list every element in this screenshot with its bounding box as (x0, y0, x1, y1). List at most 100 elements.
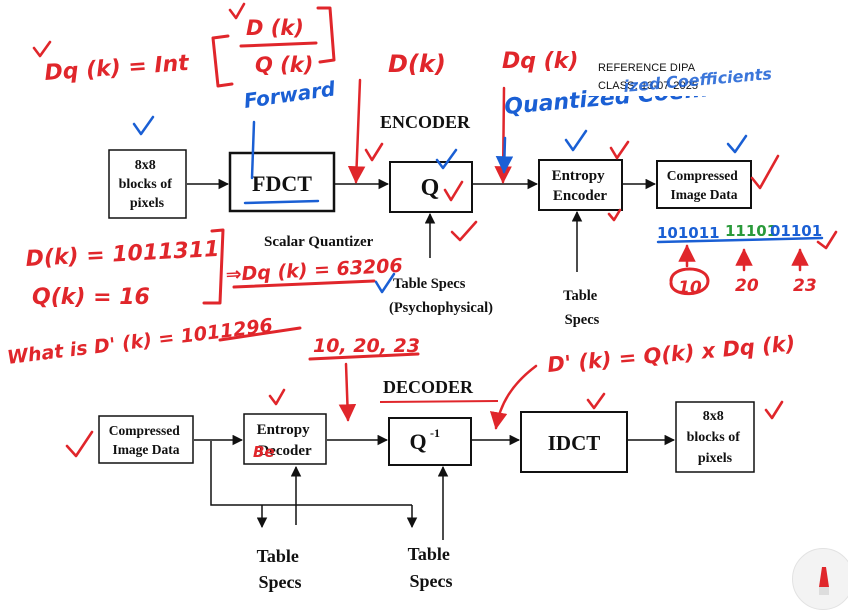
pen-tool-button[interactable] (792, 548, 848, 610)
entropy-table-line1: Table (563, 288, 598, 304)
blue-line-forward (250, 120, 256, 180)
svg-text:Compressed Image Data: Compressed Image Data (667, 168, 741, 202)
underline-dq-result (232, 279, 376, 289)
svg-text:Table Specs (Psychophysica: Table Specs (Psychophysical) (389, 276, 493, 316)
red-check-icon (443, 180, 464, 202)
circle-num-1 (669, 267, 710, 296)
annotation-num-2-ed: Be (253, 443, 275, 461)
decoder-input-line1: Compressed (109, 423, 180, 438)
dequantizer-label: Q (409, 429, 426, 454)
annotation-num-2: 20 (735, 276, 759, 296)
encoder-heading: ENCODER (380, 112, 471, 132)
red-check-icon (816, 230, 838, 250)
blue-check-icon (564, 129, 588, 152)
reference-class-date: CLASS: 13-07-2025 (598, 80, 699, 92)
underline-what-is (218, 326, 302, 342)
quantizer-label: Q (421, 175, 440, 201)
red-check-icon (364, 142, 384, 162)
idct-block (520, 411, 628, 473)
pen-icon (819, 567, 829, 595)
entropy-encoder-line2: Encoder (553, 188, 608, 204)
reference-overlay (588, 0, 848, 96)
red-check-icon (607, 208, 622, 222)
red-arrow-to-idct (489, 364, 538, 430)
red-check-icon (586, 392, 606, 410)
svg-text:8x8 blocks of pixels: 8x8 blocks of pixels (687, 409, 744, 466)
decoder-compressed-input-box (98, 415, 194, 464)
jpeg-codec-diagram: ENCODER 8x8 blocks of pixels FDCT Q Entr… (6, 2, 838, 592)
decoder-table1-line2: Specs (258, 572, 301, 592)
decoder-heading-underline (379, 400, 499, 403)
underline-decoded-values (308, 352, 420, 361)
entropy-decoder-line2: Decoder (258, 443, 312, 459)
decoder-output-line2: blocks of (687, 430, 741, 445)
red-check-icon (65, 430, 94, 458)
quant-table-line2: (Psychophysical) (389, 300, 493, 316)
annotation-qk-value: Q(k) = 16 (32, 285, 150, 310)
idct-label: IDCT (548, 431, 601, 455)
red-check-icon (450, 220, 478, 242)
decoder-output-line3: pixels (698, 451, 733, 466)
fdct-label: FDCT (252, 171, 312, 196)
annotation-what-is: What is D' (k) = 1011296 (6, 315, 274, 369)
quant-table-line1: Table Specs (393, 276, 466, 292)
binary-value-1: 101011 (657, 224, 720, 242)
annotation-dq-formula: Dq (k) = Int (44, 51, 191, 86)
dequantizer-block (388, 417, 472, 466)
decoder-output-line1: 8x8 (703, 409, 724, 424)
branch-line-table-specs (210, 441, 412, 506)
red-arrow-to-deq (338, 362, 357, 422)
decoder-heading: DECODER (383, 377, 474, 397)
red-check-icon (268, 388, 286, 406)
svg-text:Entropy Encoder: Entropy Encoder (552, 168, 609, 204)
reference-title: REFERENCE DIPA (598, 62, 696, 74)
annotation-dq-denominator: Q (k) (255, 53, 313, 77)
scalar-quantizer-caption: Scalar Quantizer (264, 234, 374, 250)
annotation-dq-k: Dq (k) (502, 49, 578, 74)
entropy-decoder-line1: Entropy (257, 422, 311, 438)
svg-text:Entropy Decoder: Entropy Decoder (257, 422, 314, 459)
encoder-output-line1: Compressed (667, 168, 738, 183)
binary-value-2: 11101 (725, 222, 777, 240)
bracket-left (211, 34, 234, 88)
red-check-icon (609, 140, 630, 160)
encoder-compressed-output-box (656, 160, 752, 209)
svg-text:Table Specs: Table Specs (257, 546, 304, 592)
entropy-encoder-block (538, 159, 623, 211)
annotation-dq-numerator: D (k) (246, 16, 304, 40)
red-check-icon (228, 2, 246, 20)
entropy-table-line2: Specs (565, 312, 600, 328)
entropy-decoder-block (243, 413, 327, 465)
blue-check-icon (374, 272, 396, 294)
svg-text:Table Specs: Table Specs (408, 544, 455, 591)
decoder-table2-line2: Specs (409, 571, 452, 591)
decoder-table2-line1: Table (408, 544, 450, 564)
blue-check-icon (435, 148, 458, 170)
blue-underline-encoder-output (656, 236, 824, 244)
encoder-input-line1: 8x8 (135, 158, 156, 173)
red-arrow-to-q (347, 78, 366, 184)
blue-arrow-quantized (495, 136, 514, 174)
red-check-icon (764, 400, 784, 420)
red-check-icon (32, 40, 52, 58)
annotation-dk-value: D(k) = 1011311 (25, 237, 220, 272)
bracket-dq-group (202, 228, 225, 305)
annotation-num-3: 23 (793, 276, 817, 296)
blue-check-icon (726, 134, 748, 154)
encoder-input-line3: pixels (130, 196, 165, 211)
decoder-table1-line1: Table (257, 546, 299, 566)
dequantizer-exponent: -1 (430, 426, 440, 440)
annotation-d-k: D(k) (388, 50, 446, 78)
svg-text:Compressed Image Data: Compressed Image Data (109, 423, 183, 457)
svg-text:Table Specs: Table Specs (563, 288, 601, 328)
red-check-icon (750, 154, 780, 190)
encoder-input-box (108, 149, 187, 219)
encoder-input-line2: blocks of (119, 177, 173, 192)
svg-text:8x8 blocks of pixels: 8x8 blocks of pixels (119, 158, 176, 211)
blue-check-icon (132, 115, 155, 136)
decoder-input-line2: Image Data (112, 442, 179, 457)
annotation-decoded-values: 10, 20, 23 (313, 335, 420, 357)
binary-value-3: 01101 (770, 222, 822, 240)
bracket-right (316, 6, 336, 64)
decoder-output-box (675, 401, 755, 473)
